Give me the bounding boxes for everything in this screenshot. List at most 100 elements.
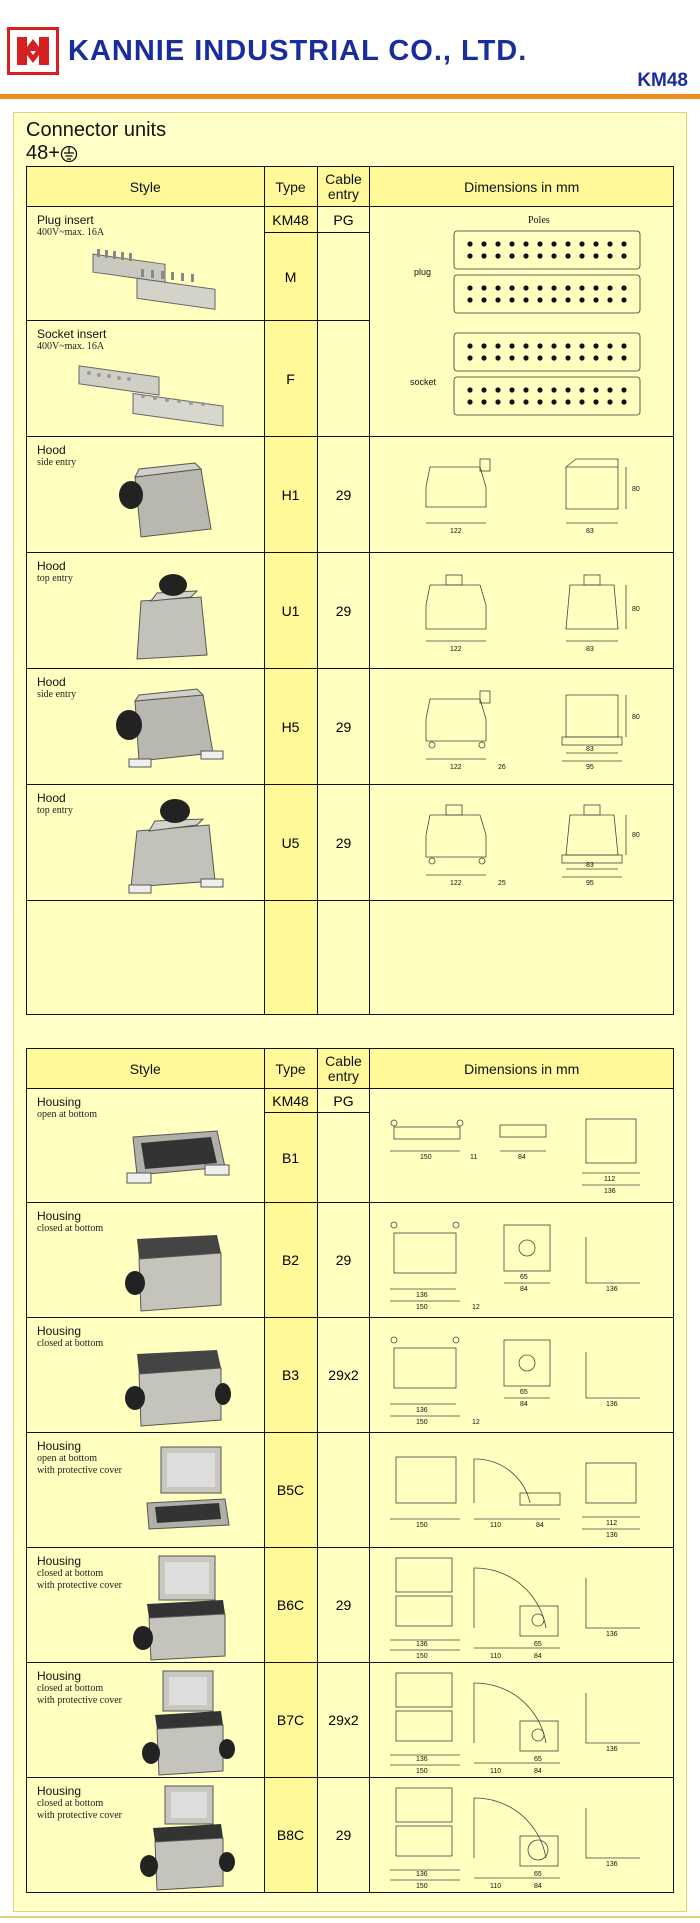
pole-dot bbox=[481, 399, 488, 405]
svg-text:84: 84 bbox=[518, 1154, 526, 1161]
pole-dot bbox=[495, 297, 502, 303]
pole-dot bbox=[467, 387, 474, 393]
svg-text:26: 26 bbox=[498, 764, 506, 771]
pole-dot bbox=[537, 355, 544, 361]
pole-dot bbox=[509, 297, 516, 303]
svg-text:65: 65 bbox=[534, 1871, 542, 1878]
style-desc: 400V~max. 16A bbox=[37, 341, 105, 352]
pole-dot bbox=[481, 285, 488, 291]
pole-dot bbox=[523, 399, 530, 405]
row-hood-u1-dims: 122 83 80 bbox=[369, 552, 674, 669]
pole-dot bbox=[621, 399, 628, 405]
svg-text:150: 150 bbox=[420, 1154, 432, 1161]
svg-text:83: 83 bbox=[586, 746, 594, 753]
pole-dot bbox=[593, 399, 600, 405]
page-bottom-border bbox=[0, 1916, 700, 1918]
svg-text:11: 11 bbox=[470, 1154, 477, 1161]
dims-drawing: 122 25 83 95 80 bbox=[426, 804, 640, 887]
row-hood-h5-type: H5 bbox=[263, 668, 318, 785]
pole-dot bbox=[537, 253, 544, 259]
row-housing-b5c-type: B5C bbox=[263, 1432, 318, 1548]
style-name: Housing bbox=[37, 1209, 82, 1223]
dims-drawing: 150 11 84 112 136 bbox=[390, 1118, 641, 1195]
svg-text:84: 84 bbox=[536, 1522, 544, 1529]
dims-drawing: 122 83 80 bbox=[426, 574, 640, 653]
housing-closed-bottom-image bbox=[125, 1235, 222, 1312]
pole-dot bbox=[551, 285, 558, 291]
svg-text:136: 136 bbox=[606, 1286, 618, 1293]
row-housing-b6c-cable: 29 bbox=[316, 1547, 371, 1663]
svg-text:150: 150 bbox=[416, 1522, 428, 1529]
hood-side-entry-levers-image bbox=[116, 688, 224, 768]
svg-text:83: 83 bbox=[586, 862, 594, 869]
svg-text:110: 110 bbox=[490, 1883, 501, 1890]
pole-dot bbox=[593, 297, 600, 303]
pole-dot bbox=[607, 343, 614, 349]
svg-text:110: 110 bbox=[490, 1522, 501, 1529]
subheader-cable: PG bbox=[316, 206, 371, 233]
pole-dot bbox=[523, 297, 530, 303]
style-name: Hood bbox=[37, 559, 66, 573]
page-header: KANNIE INDUSTRIAL CO., LTD. KM48 bbox=[0, 0, 700, 99]
pole-dot bbox=[607, 241, 614, 247]
pole-dot bbox=[579, 241, 586, 247]
svg-text:122: 122 bbox=[450, 646, 462, 653]
plug-insert-image bbox=[92, 249, 216, 310]
pole-dot bbox=[509, 241, 516, 247]
pole-dot bbox=[579, 355, 586, 361]
svg-text:122: 122 bbox=[450, 528, 462, 535]
subheader-cable: PG bbox=[316, 1088, 371, 1113]
poles-label: Poles bbox=[528, 215, 550, 226]
svg-text:150: 150 bbox=[416, 1419, 428, 1426]
svg-text:80: 80 bbox=[632, 832, 640, 839]
pole-dot bbox=[523, 355, 530, 361]
pole-dot bbox=[537, 297, 544, 303]
pole-dot bbox=[579, 285, 586, 291]
pole-dot bbox=[579, 399, 586, 405]
housing-open-bottom-image bbox=[126, 1130, 230, 1184]
row-hood-h1-type: H1 bbox=[263, 436, 318, 553]
section-subtitle: 48+ bbox=[26, 142, 78, 165]
svg-text:136: 136 bbox=[416, 1756, 428, 1763]
pole-count: 48+ bbox=[26, 142, 60, 164]
svg-text:112: 112 bbox=[604, 1176, 615, 1183]
pole-dot bbox=[537, 343, 544, 349]
svg-text:84: 84 bbox=[520, 1401, 528, 1408]
pole-dot bbox=[523, 241, 530, 247]
row-hood-u5-cable: 29 bbox=[316, 784, 371, 901]
row-hood-u1-type: U1 bbox=[263, 552, 318, 669]
row-housing-b2-cable: 29 bbox=[316, 1202, 371, 1318]
dims-drawing: 136 150 110 65 84 136 bbox=[390, 1557, 641, 1660]
pole-dot bbox=[495, 399, 502, 405]
row-hood-u5-style: Hood top entry bbox=[26, 784, 265, 901]
section-title: Connector units bbox=[26, 119, 167, 141]
svg-text:150: 150 bbox=[416, 1883, 428, 1890]
svg-text:136: 136 bbox=[606, 1861, 618, 1868]
svg-text:84: 84 bbox=[534, 1653, 542, 1660]
svg-text:65: 65 bbox=[534, 1756, 542, 1763]
svg-text:12: 12 bbox=[472, 1419, 480, 1426]
style-name: Hood bbox=[37, 791, 66, 805]
hood-top-entry-levers-image bbox=[128, 799, 224, 894]
pole-dot bbox=[565, 399, 572, 405]
pole-dot bbox=[621, 297, 628, 303]
svg-text:84: 84 bbox=[520, 1286, 528, 1293]
svg-text:150: 150 bbox=[416, 1653, 428, 1660]
pole-dot bbox=[565, 253, 572, 259]
pole-dot bbox=[593, 355, 600, 361]
pole-dot bbox=[607, 253, 614, 259]
row-housing-b8c-dims: 136 150 110 65 84 136 bbox=[369, 1777, 674, 1893]
pole-dot bbox=[593, 285, 600, 291]
svg-text:136: 136 bbox=[416, 1871, 428, 1878]
svg-text:12: 12 bbox=[472, 1304, 480, 1311]
style-name: Housing bbox=[37, 1095, 82, 1109]
socket-pole-grid-upper bbox=[454, 332, 641, 372]
pole-dot bbox=[565, 355, 572, 361]
type-header: Type bbox=[263, 166, 318, 207]
svg-text:150: 150 bbox=[416, 1304, 428, 1311]
style-name: Housing bbox=[37, 1784, 82, 1798]
row-housing-b8c-style: Housing closed at bottom with protective… bbox=[26, 1777, 265, 1893]
poles-diagram-cell: Poles plug socket bbox=[369, 206, 674, 437]
svg-text:136: 136 bbox=[606, 1631, 618, 1638]
subheader-type: KM48 bbox=[263, 206, 318, 233]
